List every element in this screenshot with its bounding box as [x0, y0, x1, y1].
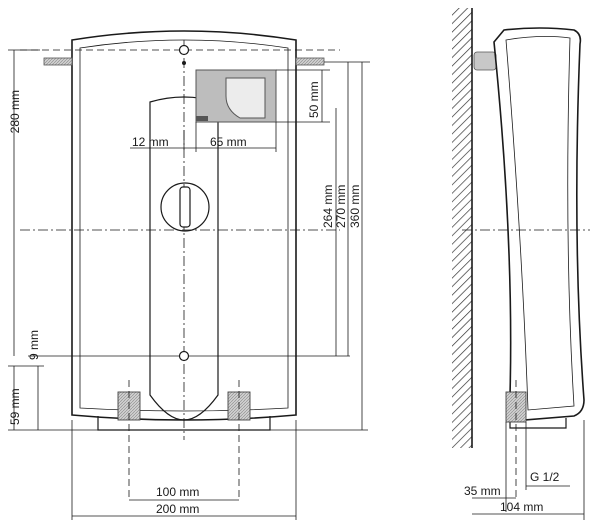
dim-264-label: 264 mm [321, 185, 335, 228]
wall-mount-stub [473, 51, 497, 71]
side-housing-inner [505, 36, 575, 411]
dim-200-label: 200 mm [156, 502, 199, 516]
control-panel [149, 96, 219, 421]
dim-65-label: 65 mm [210, 135, 247, 149]
dim-360-label: 360 mm [348, 185, 362, 228]
upper-marker-dot [182, 61, 186, 65]
dim-9-label: 9 mm [27, 330, 41, 360]
dim-50-label: 50 mm [307, 81, 321, 118]
right-wall-stub [295, 57, 325, 66]
dim-104-label: 104 mm [500, 500, 543, 514]
lower-mounting-hole [178, 350, 190, 362]
dim-280-label: 280 mm [8, 90, 22, 133]
side-view: G 1/2 35 mm 104 mm [452, 8, 590, 520]
housing-foot [97, 416, 271, 431]
knob-grip [179, 186, 191, 228]
terminal-indicator [196, 116, 208, 121]
dim-270-label: 270 mm [334, 185, 348, 228]
dim-thread-label: G 1/2 [530, 470, 560, 484]
side-housing-outline [493, 27, 585, 421]
dim-100-label: 100 mm [156, 485, 199, 499]
dim-12-label: 12 mm [132, 135, 169, 149]
rotary-knob [160, 182, 210, 232]
wall-hatch [452, 8, 472, 448]
dim-35-label: 35 mm [464, 484, 501, 498]
dim-59-label: 59 mm [8, 388, 22, 425]
upper-mounting-hole [178, 44, 190, 56]
left-wall-stub [43, 57, 73, 66]
front-view: 280 mm 9 mm 59 mm 12 mm 65 mm 50 mm 264 … [8, 30, 370, 520]
terminal-box-window [225, 77, 266, 119]
